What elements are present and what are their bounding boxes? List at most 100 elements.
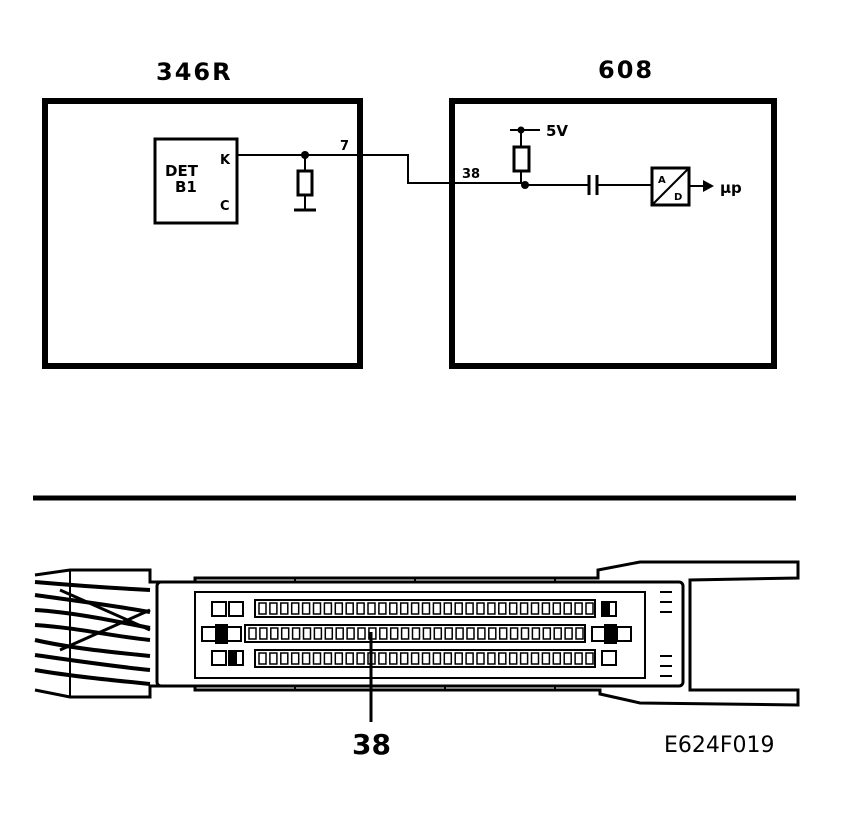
connector-pin xyxy=(400,627,410,640)
connector-pin xyxy=(258,652,267,665)
module-608-box xyxy=(449,98,777,369)
connector-pin xyxy=(508,602,518,615)
connector-pin xyxy=(432,602,442,615)
connector-pin xyxy=(410,602,420,615)
connector-pin xyxy=(258,602,267,615)
connector-pin xyxy=(389,652,398,665)
connector-pin xyxy=(432,652,442,665)
connector-pin xyxy=(291,627,301,640)
connector-pin xyxy=(487,602,496,615)
connector-pin xyxy=(378,602,387,615)
connector-pin xyxy=(455,627,464,640)
connector-pin xyxy=(357,627,366,640)
connector-pin xyxy=(498,602,507,615)
connector-pin xyxy=(301,652,311,665)
pin-row-3 xyxy=(258,652,594,665)
key-pins-left xyxy=(201,601,244,666)
output-label: µp xyxy=(720,179,742,197)
connector-pin xyxy=(433,627,443,640)
connector-pin xyxy=(421,652,431,665)
module-346r-box xyxy=(42,98,363,369)
connector-pin xyxy=(531,627,541,640)
connector-pin xyxy=(552,602,562,615)
wire-pin-7: 7 xyxy=(340,139,349,154)
pulldown-resistor xyxy=(296,169,314,197)
connector-pin xyxy=(290,602,300,615)
pin-row-2 xyxy=(248,627,584,640)
connector-pin xyxy=(280,627,290,640)
connector-pin xyxy=(335,627,344,640)
connector-pin xyxy=(422,627,432,640)
connector-pin xyxy=(530,602,540,615)
connector-pin xyxy=(345,602,354,615)
pin-row-1 xyxy=(258,602,594,615)
connector-pin xyxy=(508,652,518,665)
connector-pin xyxy=(269,602,278,615)
pin-row-2-frame xyxy=(244,624,586,643)
adc-diagonal xyxy=(651,167,690,206)
connector-pin xyxy=(454,602,463,615)
detector-pin-k: K xyxy=(220,153,231,168)
connector-pin xyxy=(498,652,507,665)
connector-callout-label: 38 xyxy=(352,728,391,761)
connector-pin xyxy=(574,602,583,615)
connector-pin xyxy=(530,652,540,665)
connector-pin xyxy=(411,627,421,640)
detector-block xyxy=(153,137,239,225)
output-arrow-icon xyxy=(703,180,714,192)
connector-pin xyxy=(399,602,409,615)
detector-label-line1: DET xyxy=(165,162,199,180)
connector-pin xyxy=(476,652,485,665)
connector-pin xyxy=(302,627,312,640)
connector-drawing xyxy=(34,560,800,707)
adc-label-d: D xyxy=(674,192,682,203)
connector-pin xyxy=(421,602,431,615)
connector-pin xyxy=(312,652,322,665)
connector-pin xyxy=(553,627,562,640)
connector-pin xyxy=(509,627,519,640)
connector-pin xyxy=(389,627,399,640)
connector-pin xyxy=(564,627,573,640)
connector-pin xyxy=(477,627,486,640)
connector-pin xyxy=(563,602,572,615)
connector-pin xyxy=(379,627,388,640)
connector-pin xyxy=(345,652,354,665)
wire-bundle xyxy=(34,580,151,686)
connector-pin xyxy=(519,602,529,615)
pullup-resistor xyxy=(512,145,531,173)
reference-code: E624F019 xyxy=(664,733,775,758)
connector-pin xyxy=(389,602,398,615)
connector-pin xyxy=(270,627,279,640)
connector-pin xyxy=(541,602,551,615)
signal-wire xyxy=(237,154,525,184)
connector-pin xyxy=(466,627,475,640)
connector-pin xyxy=(259,627,268,640)
connector-pin xyxy=(585,602,594,615)
key-pins-right xyxy=(591,601,632,666)
connector-pin xyxy=(334,602,344,615)
left-box-title: 346R xyxy=(156,58,233,86)
connector-pin xyxy=(519,652,529,665)
connector-pin xyxy=(323,652,333,665)
connector-pin xyxy=(465,652,474,665)
connector-pin xyxy=(465,602,474,615)
detector-pin-c: C xyxy=(220,199,230,214)
connector-pin xyxy=(356,602,365,615)
connector-latch xyxy=(660,591,672,677)
connector-pin xyxy=(542,627,552,640)
pin-row-1-frame xyxy=(254,599,596,618)
connector-pin xyxy=(443,602,453,615)
connector-pin xyxy=(585,652,594,665)
connector-pin xyxy=(552,652,562,665)
connector-pin xyxy=(280,652,289,665)
connector-pin xyxy=(520,627,530,640)
connector-pin xyxy=(574,652,583,665)
connector-pin xyxy=(324,627,334,640)
connector-pin xyxy=(290,652,300,665)
connector-pin xyxy=(313,627,323,640)
connector-pin xyxy=(346,627,355,640)
connector-pin xyxy=(541,652,551,665)
connector-pin xyxy=(248,627,257,640)
connector-pin xyxy=(399,652,409,665)
connector-pin xyxy=(334,652,344,665)
